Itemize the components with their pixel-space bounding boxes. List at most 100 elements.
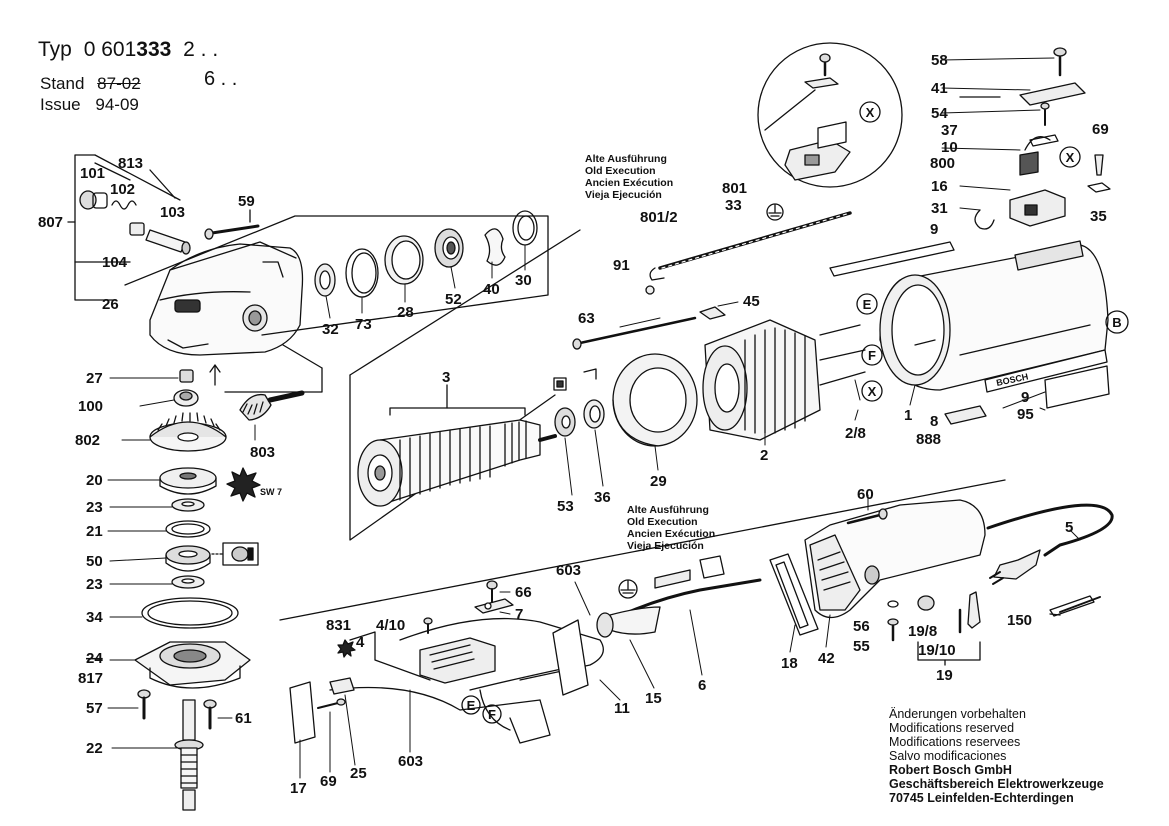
- label-100: 100: [78, 398, 103, 415]
- label-91: 91: [613, 257, 630, 274]
- label-19-10: 19/10: [918, 642, 956, 659]
- label-817: 817: [78, 670, 103, 687]
- label-58: 58: [931, 52, 948, 69]
- label-18: 18: [781, 655, 798, 672]
- cable-801: [645, 211, 852, 295]
- label-59: 59: [238, 193, 255, 210]
- spindle-22: [174, 699, 204, 811]
- note-de: Alte Ausführung: [585, 153, 667, 165]
- bearing-50: [165, 542, 259, 572]
- typ-number-plain: 0 601: [83, 38, 137, 61]
- marker-e-stator: E: [856, 293, 878, 315]
- label-69b: 69: [320, 773, 337, 790]
- label-17: 17: [290, 780, 307, 797]
- label-31: 31: [931, 200, 948, 217]
- label-603b: 603: [398, 753, 423, 770]
- leader-29: [654, 445, 659, 471]
- label-801-2: 801/2: [640, 209, 678, 226]
- leader-32: [325, 295, 331, 319]
- leader-36: [594, 429, 604, 487]
- footer-line: Änderungen vorbehalten: [889, 707, 1026, 721]
- label-813: 813: [118, 155, 143, 172]
- sw7-icon: [226, 467, 261, 502]
- screw-63: [572, 316, 697, 350]
- marker-e-switch: E: [461, 695, 481, 715]
- label-63: 63: [578, 310, 595, 327]
- leader-53: [564, 437, 573, 496]
- leader-15: [629, 639, 655, 689]
- footer-line: Modifications reserved: [889, 721, 1015, 735]
- pinion-803: [239, 390, 305, 421]
- label-6: 6: [698, 677, 706, 694]
- bearing-36: [583, 368, 605, 429]
- label-22: 22: [86, 740, 103, 757]
- leader-6: [689, 609, 703, 676]
- bearing-rings: [314, 210, 538, 298]
- clamp-25: [329, 677, 355, 695]
- label-21: 21: [86, 523, 103, 540]
- label-5: 5: [1065, 519, 1073, 536]
- type-heading: Typ 0 601333 2 . .: [38, 38, 218, 62]
- marker-b-housing: B: [1105, 310, 1129, 334]
- label-19: 19: [936, 667, 953, 684]
- cord-5: [986, 503, 1114, 585]
- label-9b: 9: [1021, 389, 1029, 406]
- label-25: 25: [350, 765, 367, 782]
- strip-9: [829, 241, 955, 277]
- label-34: 34: [86, 609, 103, 626]
- label-60: 60: [857, 486, 874, 503]
- leader-lines: [107, 57, 1081, 749]
- motor-housing-1: [879, 240, 1109, 391]
- label-57: 57: [86, 700, 103, 717]
- note-fr: Ancien Exécution: [627, 528, 716, 540]
- svg-text:X: X: [1066, 150, 1075, 165]
- svg-text:E: E: [863, 297, 872, 312]
- issue-label: Issue: [40, 95, 81, 114]
- label-2-8: 2/8: [845, 425, 866, 442]
- label-1: 1: [904, 407, 912, 424]
- marker-x-brush: X: [1059, 146, 1081, 168]
- clip-7: [474, 598, 514, 614]
- ring-21-inner: [171, 523, 205, 535]
- plate-17: [289, 681, 316, 744]
- part-number-labels: 813 101 102 103 807 104 26 59 32 73 28 5…: [38, 52, 1109, 797]
- inset-old-execution: [757, 42, 903, 188]
- armature-3: [357, 419, 557, 507]
- footer-division: Geschäftsbereich Elektrowerkzeuge: [889, 777, 1104, 791]
- clip-45: [699, 306, 726, 320]
- label-35: 35: [1090, 208, 1107, 225]
- screw-60: [846, 508, 888, 525]
- label-103: 103: [160, 204, 185, 221]
- washer-23b-hole: [181, 578, 195, 584]
- brush-holder-parts: [974, 47, 1111, 230]
- label-33: 33: [725, 197, 742, 214]
- label-15: 15: [645, 690, 662, 707]
- label-7: 7: [515, 606, 523, 623]
- label-69a: 69: [1092, 121, 1109, 138]
- label-28: 28: [397, 304, 414, 321]
- svg-text:X: X: [868, 384, 877, 399]
- note-fr: Ancien Exécution: [585, 177, 674, 189]
- label-3: 3: [442, 369, 450, 386]
- seal-frame-18: [769, 553, 819, 636]
- footer-address: 70745 Leinfelden-Echterdingen: [889, 791, 1074, 805]
- note-en: Old Execution: [585, 165, 656, 177]
- stator-2: [702, 319, 866, 441]
- label-73: 73: [355, 316, 372, 333]
- leader-11: [599, 679, 621, 701]
- label-30: 30: [515, 272, 532, 289]
- label-56: 56: [853, 618, 870, 635]
- bracket-807: [67, 154, 181, 301]
- screw-66: [486, 580, 498, 603]
- svg-text:F: F: [868, 348, 876, 363]
- label-104: 104: [102, 254, 128, 271]
- label-4: 4: [356, 634, 365, 651]
- footer-company: Robert Bosch GmbH: [889, 763, 1012, 777]
- marker-x-stator: X: [861, 380, 883, 402]
- marker-f-stator: F: [861, 344, 883, 366]
- washer-23a-hole: [181, 501, 195, 507]
- label-29: 29: [650, 473, 667, 490]
- label-2: 2: [760, 447, 768, 464]
- marker-f-switch: F: [482, 704, 502, 724]
- label-36: 36: [594, 489, 611, 506]
